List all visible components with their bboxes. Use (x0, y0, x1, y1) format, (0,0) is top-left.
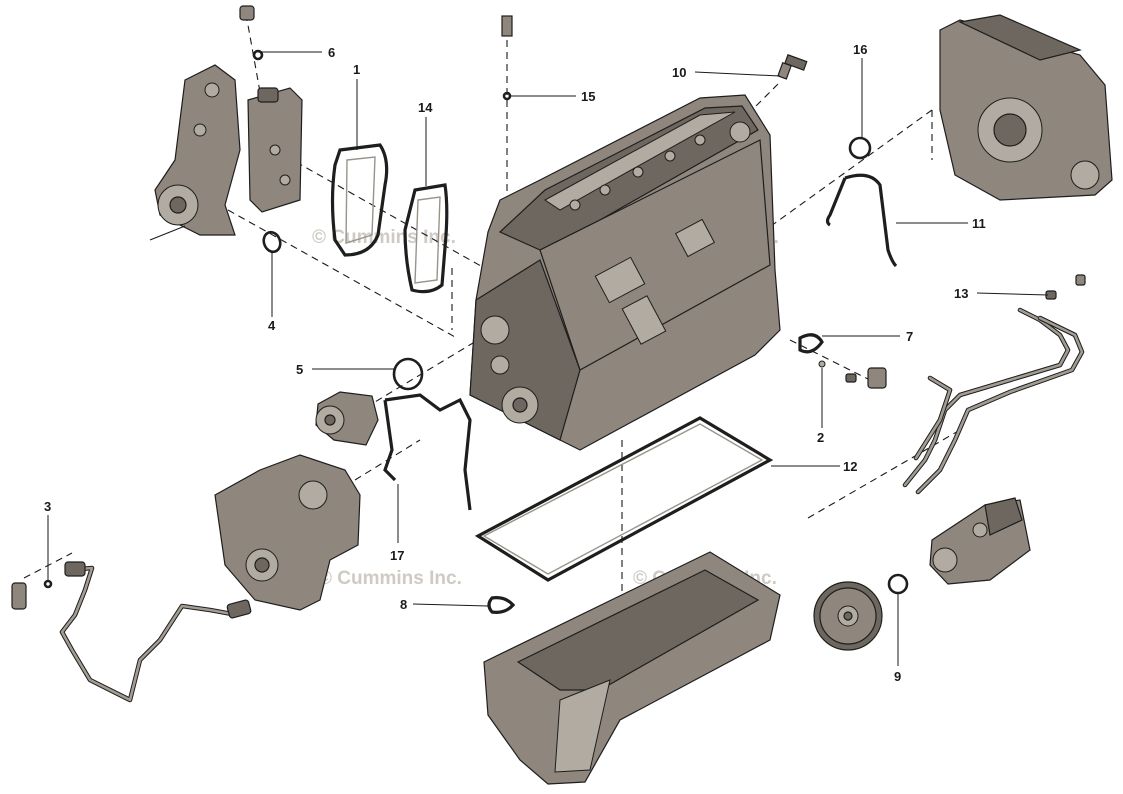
pump (315, 391, 379, 446)
fuel-lines-13 (902, 274, 1086, 495)
cap-6 (239, 5, 264, 61)
oil-pan-gasket-12 (474, 416, 774, 582)
callout-8: 8 (400, 597, 407, 612)
callout-13: 13 (954, 286, 968, 301)
front-cover (214, 454, 361, 611)
callout-17: 17 (390, 548, 404, 563)
o-ring-9 (887, 573, 909, 595)
callout-4: 4 (268, 318, 276, 333)
callout-numbers: 1 2 3 4 5 6 7 8 9 10 11 12 13 14 15 16 1… (44, 42, 986, 684)
callout-7: 7 (906, 329, 913, 344)
leader-lines (47, 51, 1049, 666)
engine-block (469, 94, 781, 451)
oil-filter-head (149, 64, 241, 241)
callout-15: 15 (581, 89, 595, 104)
callout-6: 6 (328, 45, 335, 60)
callout-3: 3 (44, 499, 51, 514)
gasket-14 (403, 183, 449, 294)
block-bosses (594, 218, 716, 345)
callout-12: 12 (843, 459, 857, 474)
gasket-17 (383, 393, 472, 511)
gasket-1 (330, 143, 389, 257)
cylinder-head-bolts (569, 134, 706, 211)
flywheel-housing (939, 14, 1113, 201)
plug-2 (818, 360, 887, 389)
gasket-8 (487, 596, 516, 614)
sensor-harness-3 (11, 561, 252, 703)
oil-pan (483, 551, 781, 785)
rear-seal-11 (844, 173, 898, 268)
assembly-line-cooler-lower (227, 209, 456, 338)
seal-5 (392, 357, 424, 391)
assembly-line-plug (789, 339, 871, 381)
fuel-injection-pump (929, 497, 1031, 585)
rear-seal-11b (825, 177, 847, 227)
callout-2: 2 (817, 430, 824, 445)
watermark-3: © Cummins Inc. (318, 568, 462, 589)
callout-5: 5 (296, 362, 303, 377)
callout-14: 14 (418, 100, 433, 115)
gasket-7 (798, 333, 824, 354)
seal-4 (262, 230, 282, 254)
callout-10: 10 (672, 65, 686, 80)
fitting-10 (777, 54, 808, 80)
o-ring-16 (848, 136, 872, 160)
callout-16: 16 (853, 42, 867, 57)
gear-9 (813, 581, 883, 651)
assembly-line-cap (245, 13, 261, 93)
assembly-line-flywheel (745, 109, 933, 245)
assembly-line-cooler-upper (295, 161, 489, 271)
callout-1: 1 (353, 62, 360, 77)
oil-cooler (247, 87, 303, 213)
callout-9: 9 (894, 669, 901, 684)
callout-11: 11 (972, 216, 986, 231)
